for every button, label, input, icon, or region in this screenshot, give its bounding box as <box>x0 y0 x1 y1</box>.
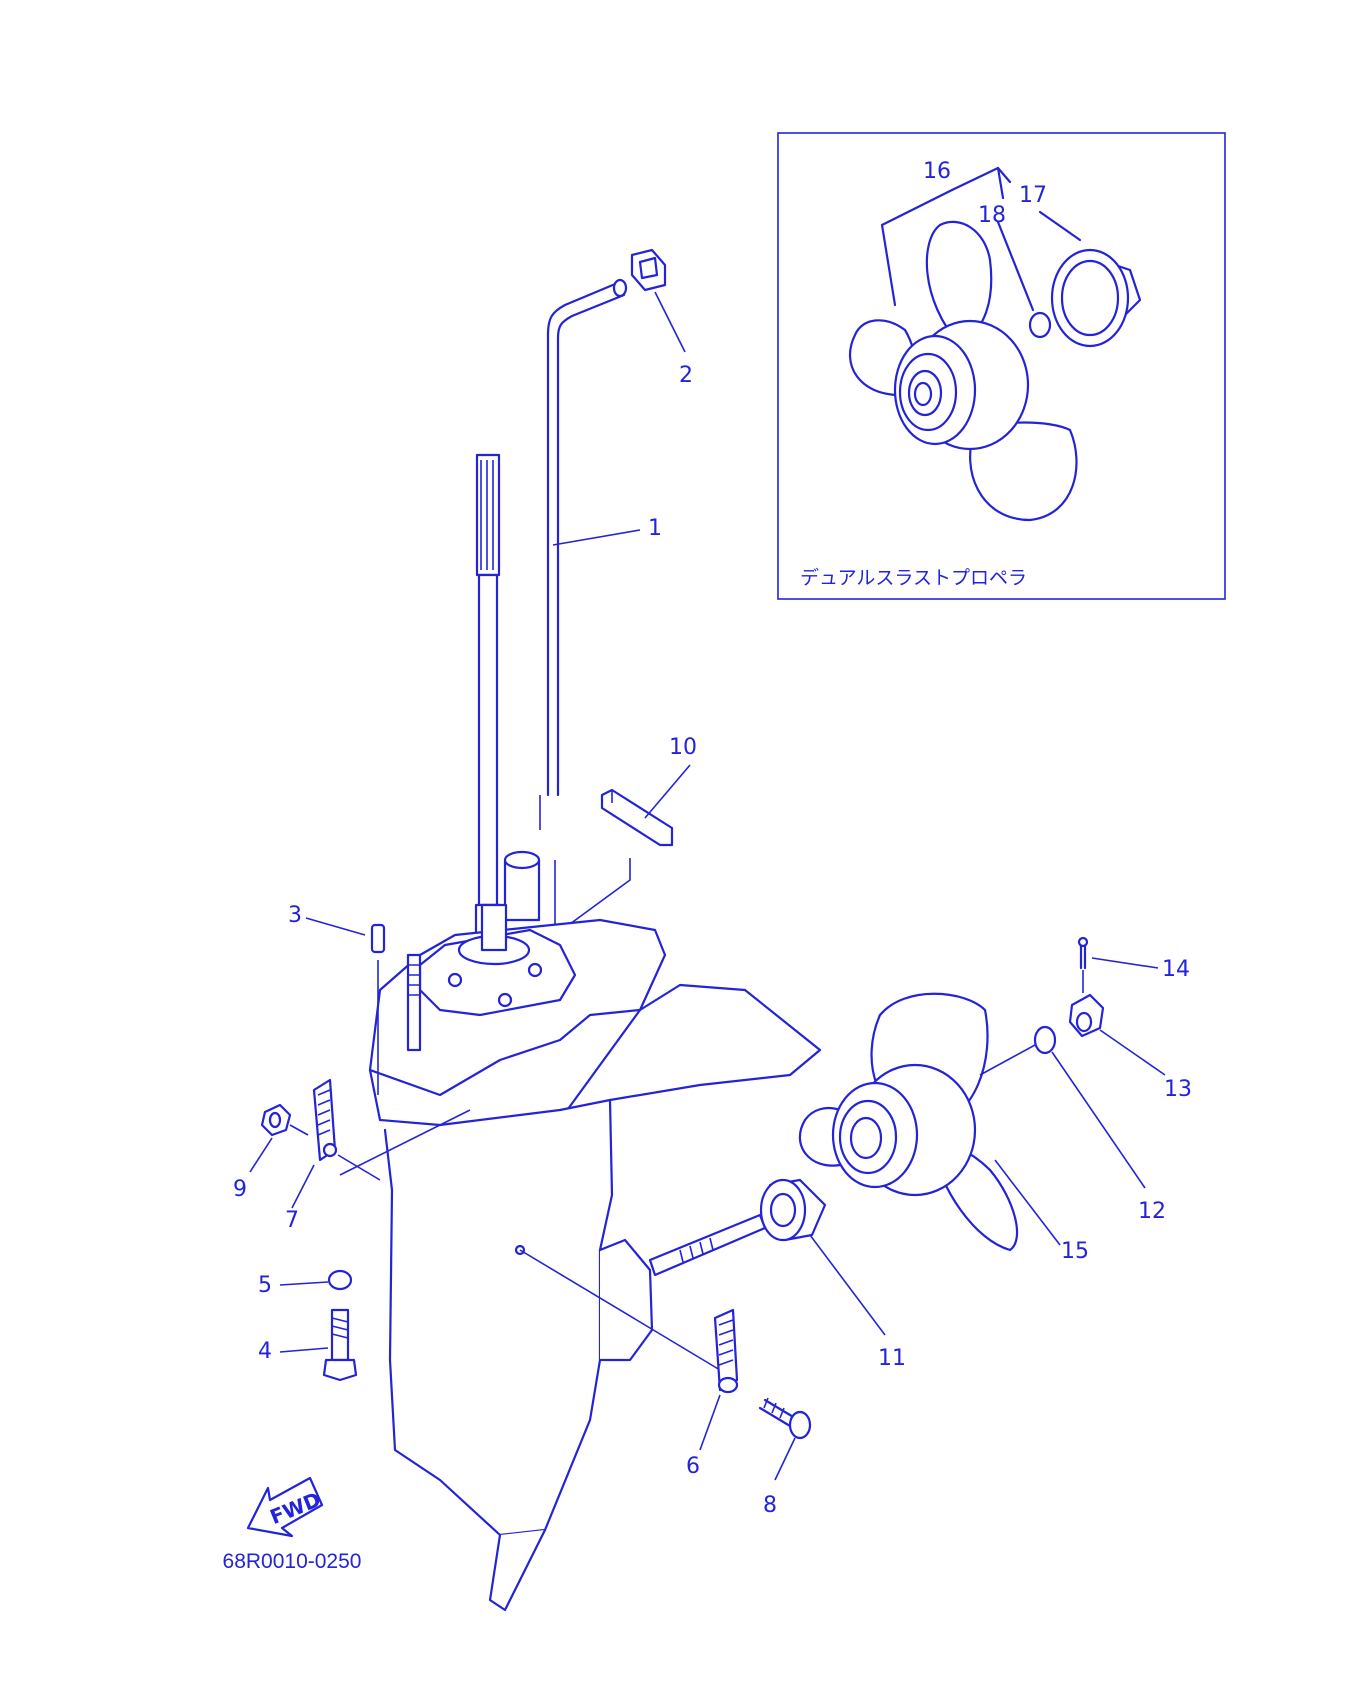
washer-small <box>279 1269 353 1291</box>
inset-propeller <box>849 220 1078 522</box>
grommet <box>630 248 686 353</box>
cotter-pin <box>1077 936 1159 993</box>
inset-panel: 16 17 18 デュアルスラストプロペラ <box>777 132 1226 600</box>
inset-bushing <box>1050 248 1142 348</box>
label-13: 13 <box>1164 1077 1192 1102</box>
label-3: 3 <box>288 903 302 928</box>
label-5: 5 <box>258 1273 272 1298</box>
label-17: 17 <box>1019 183 1047 208</box>
anode-upper <box>291 1078 381 1209</box>
dowel-pin <box>305 917 386 1095</box>
label-8: 8 <box>763 1493 777 1518</box>
label-2: 2 <box>679 363 693 388</box>
label-12: 12 <box>1138 1199 1166 1224</box>
drive-shaft <box>474 453 502 947</box>
label-15: 15 <box>1061 1239 1089 1264</box>
label-10: 10 <box>669 735 697 760</box>
inset-caption: デュアルスラストプロペラ <box>800 567 1027 589</box>
thrust-washer <box>759 1178 886 1336</box>
label-18: 18 <box>978 203 1006 228</box>
shift-rod-collar <box>503 795 556 935</box>
nut <box>249 1103 309 1173</box>
label-7: 7 <box>285 1208 299 1233</box>
label-1: 1 <box>648 516 662 541</box>
lower-casing <box>339 903 822 1612</box>
label-4: 4 <box>258 1339 272 1364</box>
propeller-shaft <box>648 1213 767 1277</box>
shift-rod <box>546 278 641 797</box>
label-6: 6 <box>686 1454 700 1479</box>
inset-washer <box>1028 311 1052 339</box>
drawing-code: 68R0010-0250 <box>223 1550 362 1573</box>
label-16: 16 <box>923 159 951 184</box>
label-11: 11 <box>878 1346 906 1371</box>
fwd-arrow-icon: FWD <box>246 1476 324 1538</box>
propeller-nut <box>1068 993 1166 1076</box>
propeller <box>798 992 1061 1252</box>
clip <box>554 764 691 936</box>
screw <box>758 1397 812 1481</box>
washer <box>979 1025 1146 1189</box>
anode-lower <box>699 1308 739 1451</box>
bolt <box>279 1308 358 1382</box>
label-9: 9 <box>233 1177 247 1202</box>
label-14: 14 <box>1162 957 1190 982</box>
